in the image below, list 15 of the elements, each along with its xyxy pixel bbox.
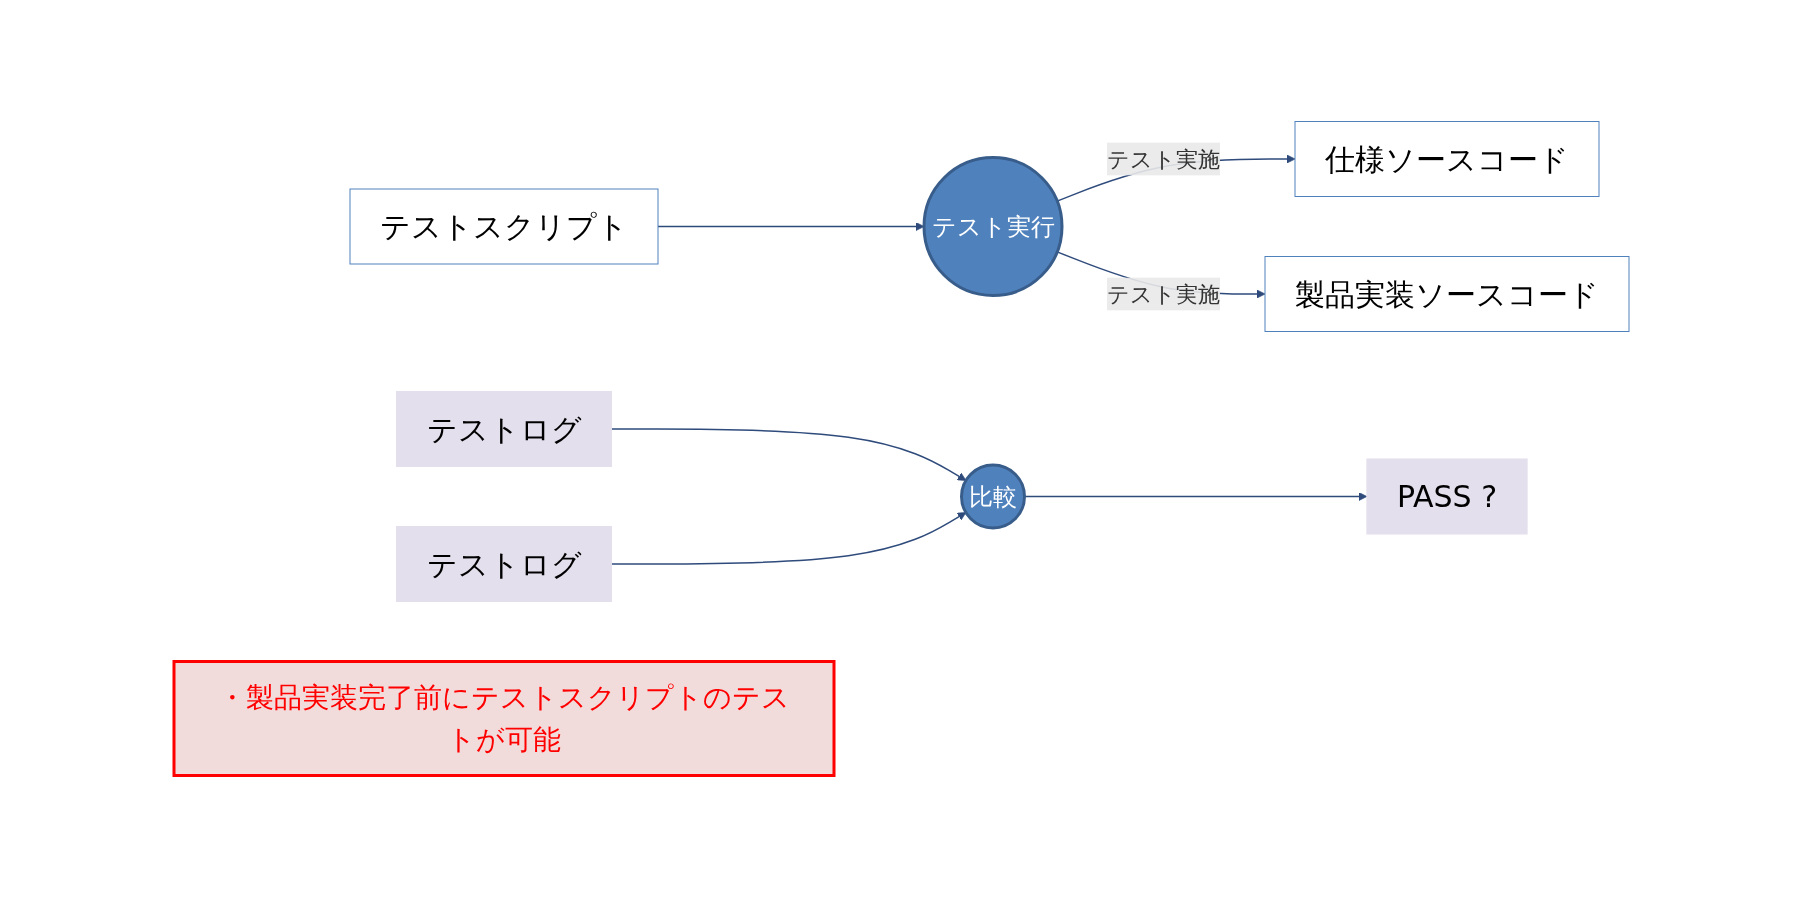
node-circle: テスト実行 (922, 156, 1063, 297)
node-circle: 比較 (959, 463, 1026, 530)
arrow (656, 222, 924, 231)
node-box: テストスクリプト (349, 188, 658, 265)
arrow (610, 512, 966, 565)
node-box: ・製品実装完了前にテストスクリプトのテストが可能 (172, 660, 835, 777)
node-box: PASS ? (1365, 458, 1528, 535)
node-box: 製品実装ソースコード (1264, 256, 1629, 332)
node-box: テストログ (395, 391, 612, 467)
arrow (610, 428, 966, 481)
edge-label: テスト実施 (1106, 281, 1220, 307)
node-box: テストログ (395, 526, 612, 602)
arrow (1023, 492, 1367, 501)
edge-label: テスト実施 (1106, 146, 1220, 172)
node-box: 仕様ソースコード (1294, 121, 1599, 197)
